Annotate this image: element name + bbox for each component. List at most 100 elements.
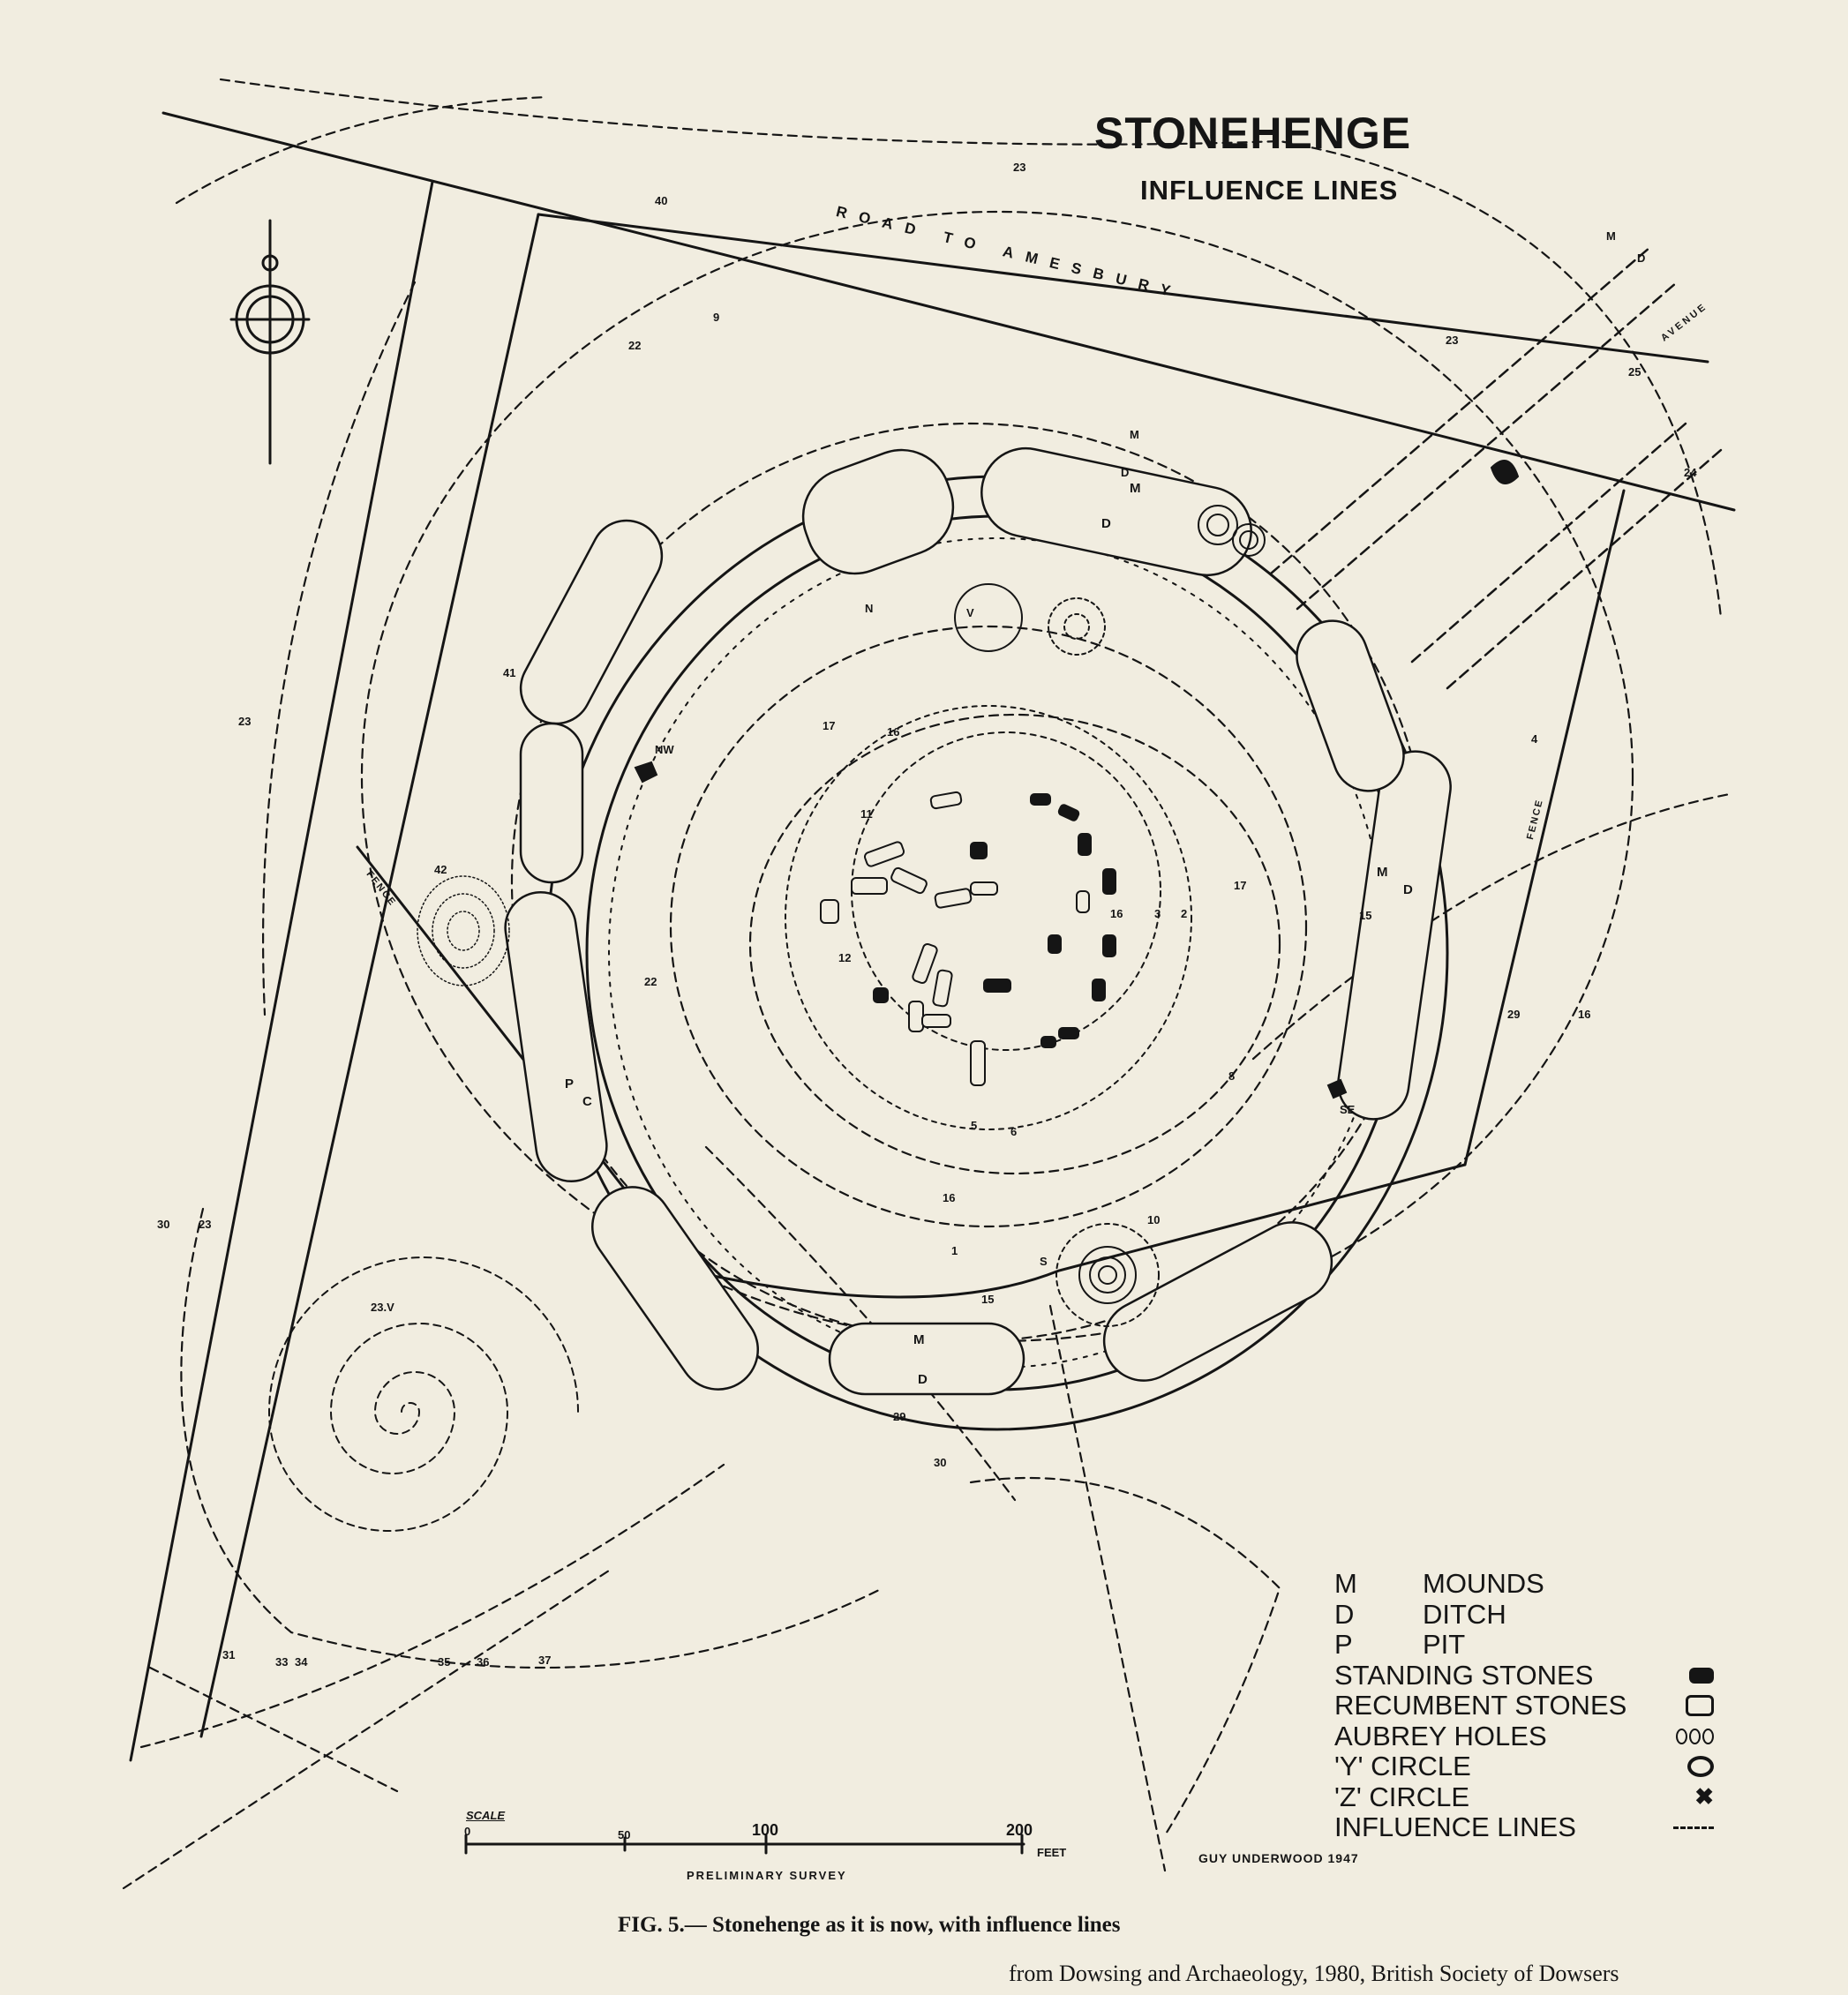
legend-code: P	[1334, 1629, 1353, 1661]
scale-tick: 0	[464, 1825, 471, 1838]
spiral-23v	[267, 1256, 579, 1532]
line-number: D	[1637, 251, 1646, 265]
fence-west-inner	[199, 213, 540, 1738]
inner-circle	[785, 705, 1192, 1130]
line-number: SE	[1340, 1103, 1356, 1116]
fence-east	[1463, 489, 1626, 1166]
ring-letter: M	[1377, 865, 1388, 880]
line-number: 41	[503, 666, 516, 679]
legend-code: D	[1334, 1598, 1355, 1630]
mound-segments	[504, 446, 1452, 1396]
fence-west-outer	[129, 180, 434, 1762]
line-number: 23	[238, 715, 252, 728]
line-number: 5	[971, 1119, 978, 1132]
line-number: 16	[943, 1191, 956, 1204]
line-number: 16	[887, 725, 900, 739]
avenue	[1269, 245, 1723, 690]
road-edge-south	[537, 213, 1709, 364]
legend-row-mounds: M MOUNDS	[1334, 1568, 1714, 1600]
aubrey-holes-icon	[1676, 1728, 1714, 1744]
scale-tick: 50	[618, 1828, 631, 1841]
dashed-line-icon	[1673, 1826, 1714, 1829]
page-title: STONEHENGE	[1094, 109, 1412, 158]
line-number: 25	[1628, 365, 1641, 379]
line-number: 3	[1154, 907, 1161, 920]
page-subtitle: INFLUENCE LINES	[1140, 175, 1399, 206]
legend-label: DITCH	[1423, 1598, 1506, 1630]
ring-letter: D	[1403, 882, 1413, 897]
line-number: 31	[222, 1648, 236, 1661]
line-number: 1	[951, 1244, 958, 1257]
line-number: 42	[434, 863, 447, 876]
legend-row-y-circle: 'Y' CIRCLE	[1334, 1751, 1714, 1782]
line-number: 15	[981, 1293, 995, 1306]
line-number: 36	[477, 1655, 490, 1669]
outline-stone-icon	[1686, 1695, 1714, 1717]
ring-letter: D	[1101, 516, 1111, 531]
line-number: 8	[1228, 1069, 1236, 1083]
line-number: 30	[157, 1218, 170, 1231]
line-number: 29	[893, 1410, 906, 1423]
line-number: V	[966, 606, 974, 619]
ring-letter: D	[918, 1372, 928, 1387]
fence-south	[687, 1163, 1467, 1299]
line-number: 40	[655, 194, 668, 207]
legend: M MOUNDS D DITCH P PIT STANDING STONES R…	[1334, 1568, 1714, 1843]
line-number: 10	[1147, 1213, 1161, 1226]
line-number: 23	[1446, 334, 1459, 347]
line-number: 34	[295, 1655, 308, 1669]
line-number: 9	[713, 311, 720, 324]
road-edge-north	[162, 111, 1736, 512]
line-number: 24	[1684, 466, 1697, 479]
ring-letter: C	[582, 1094, 592, 1109]
scale-unit: FEET	[1037, 1846, 1067, 1859]
legend-label: AUBREY HOLES	[1334, 1720, 1547, 1751]
spiral-centers	[954, 505, 1266, 1327]
ring-letter: M	[913, 1332, 925, 1347]
line-number: N	[865, 602, 874, 615]
north-arrow-icon	[229, 219, 311, 465]
line-number: 33	[275, 1655, 289, 1669]
line-number: 16	[1578, 1008, 1591, 1021]
scale-tick: 200	[1006, 1821, 1033, 1839]
stones	[634, 460, 1520, 1099]
author-note: GUY UNDERWOOD 1947	[1198, 1851, 1359, 1865]
cross-icon: ✖	[1694, 1783, 1714, 1811]
legend-label: PIT	[1423, 1629, 1466, 1661]
hatched-pit	[417, 875, 510, 986]
legend-label: INFLUENCE LINES	[1334, 1811, 1576, 1843]
legend-row-standing-stones: STANDING STONES	[1334, 1659, 1714, 1691]
line-number: 17	[823, 719, 836, 732]
preliminary-survey: PRELIMINARY SURVEY	[687, 1869, 847, 1882]
line-number: 23	[1013, 161, 1026, 174]
legend-label: STANDING STONES	[1334, 1659, 1594, 1691]
ring-icon	[1687, 1756, 1714, 1778]
line-number: M	[1130, 428, 1139, 441]
legend-row-influence-lines: INFLUENCE LINES	[1334, 1811, 1714, 1843]
legend-row-aubrey-holes: AUBREY HOLES	[1334, 1721, 1714, 1752]
line-number: M	[1606, 229, 1616, 243]
line-number: 6	[1010, 1125, 1018, 1138]
legend-label: 'Y' CIRCLE	[1334, 1751, 1471, 1782]
scale-bar	[464, 1834, 1025, 1855]
legend-row-z-circle: 'Z' CIRCLE ✖	[1334, 1781, 1714, 1813]
legend-label: RECUMBENT STONES	[1334, 1690, 1627, 1721]
line-number: 11	[860, 807, 873, 821]
legend-row-pit: P PIT	[1334, 1629, 1714, 1661]
solid-stone-icon	[1689, 1667, 1714, 1684]
line-number: 12	[838, 951, 852, 964]
line-number: 22	[628, 339, 642, 352]
line-number: NW	[655, 743, 674, 756]
line-number: 37	[538, 1654, 552, 1667]
line-number: 23.V	[371, 1301, 394, 1314]
scale-tick: 100	[752, 1821, 779, 1839]
scale-title: SCALE	[466, 1809, 506, 1822]
line-number: 22	[644, 975, 657, 988]
line-number: 4	[1531, 732, 1538, 746]
legend-label: 'Z' CIRCLE	[1334, 1781, 1470, 1812]
line-number: D	[1121, 466, 1130, 479]
line-number: 16	[1110, 907, 1123, 920]
line-number: 29	[1507, 1008, 1521, 1021]
line-number: 15	[1359, 909, 1372, 922]
